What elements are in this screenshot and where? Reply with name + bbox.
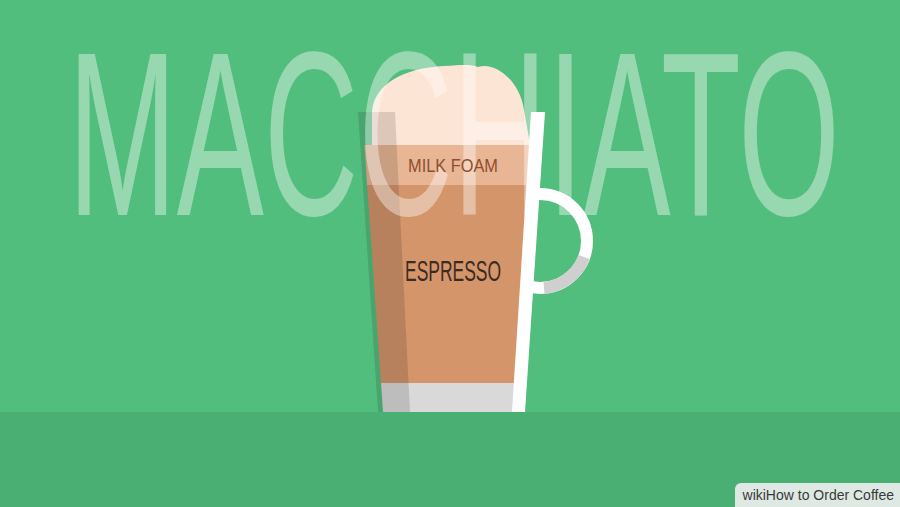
watermark-plate: wikiHow to Order Coffee [735,483,900,507]
table-surface [0,412,900,507]
title-watermark: MACCHIATO [68,18,840,251]
milk-foam-layer: MILK FOAM [404,152,502,181]
handle-shadow [544,257,584,288]
layer-label: ESPRESSO [405,254,501,287]
layer-label: MILK FOAM [408,156,498,177]
espresso-layer: ESPRESSO [401,250,505,291]
